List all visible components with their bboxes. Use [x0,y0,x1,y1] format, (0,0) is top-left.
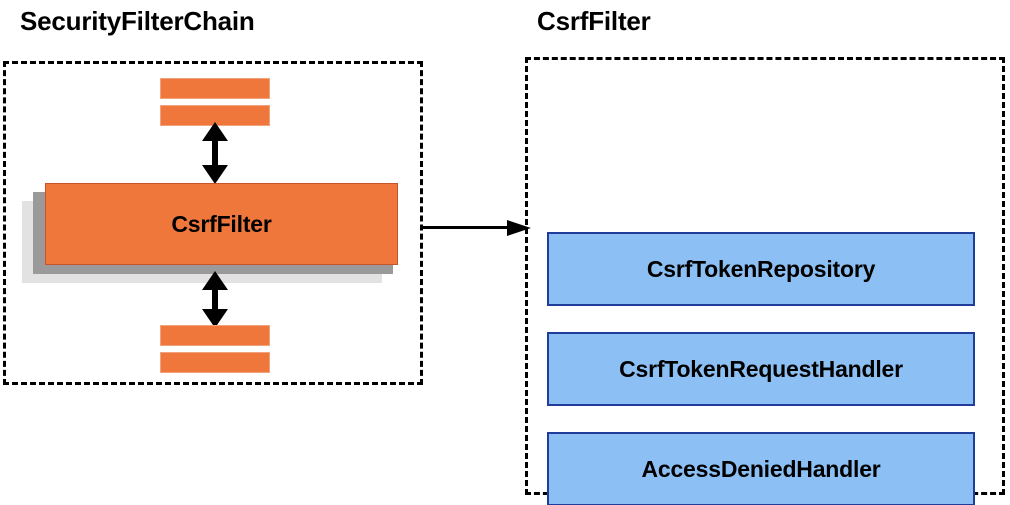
arrowhead-down-icon [202,165,228,184]
collaborator-box-face[interactable]: AccessDeniedHandler [547,432,975,505]
csrf-filter-block[interactable]: CsrfFilter [22,183,398,283]
arrow-shaft [212,281,218,318]
block-shadow-light [547,92,975,162]
block-shadow-light [547,192,975,262]
collaborator-box-face[interactable]: CsrfTokenRequestHandler [547,332,975,406]
collaborator-box-request-matcher[interactable]: RequestMatcher [547,392,997,480]
collaborator-box-face[interactable]: CsrfTokenRepository [547,232,975,306]
collaborator-box-csrf-token-request-handler[interactable]: CsrfTokenRequestHandler [547,192,997,406]
arrowhead-up-icon [202,271,228,290]
filter-bar-above-1 [160,78,270,99]
page-title-security-filter-chain: SecurityFilterChain [20,6,255,36]
collaborator-box-access-denied-handler[interactable]: AccessDeniedHandler [547,292,997,505]
block-shadow-light [547,392,975,462]
arrowhead-down-icon [202,309,228,328]
connector-arrow-icon [423,220,531,236]
connector-shaft [423,226,511,229]
arrowhead-up-icon [202,122,228,141]
arrow-down-double-icon [202,271,228,328]
block-shadow-dark [547,462,975,505]
filter-bar-below-1 [160,325,270,346]
csrf-filter-block-face[interactable]: CsrfFilter [45,183,398,265]
filter-bar-below-2 [160,352,270,373]
collaborator-label: CsrfTokenRequestHandler [619,355,903,382]
collaborator-label: CsrfTokenRepository [646,255,876,282]
security-filter-chain-panel [3,61,423,385]
arrow-up-double-icon [202,122,228,184]
block-shadow-light [547,292,975,362]
collaborator-label: AccessDeniedHandler [641,455,881,482]
page-title-csrf-filter: CsrfFilter [537,6,651,36]
collaborator-box-csrf-token-repository[interactable]: CsrfTokenRepository [547,92,997,306]
csrf-filter-block-label: CsrfFilter [171,210,272,237]
arrow-shaft [212,132,218,174]
